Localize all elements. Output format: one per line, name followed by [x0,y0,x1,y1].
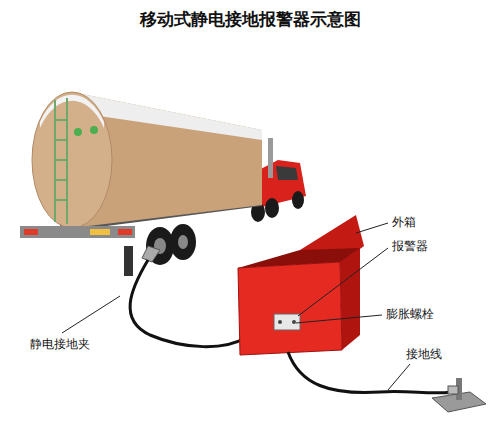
leader-lines [62,223,410,390]
alarm-device [274,314,300,330]
tail-light [118,229,132,235]
wire-clip [448,386,458,394]
ground-cable [130,260,245,347]
mud-flap [124,246,133,276]
ground-stake [432,378,486,412]
hub [178,235,188,249]
box-opening [238,248,360,268]
alarm-box [238,215,364,355]
tanker-truck [20,92,306,276]
wheel [292,191,304,209]
tail-light [24,229,38,235]
exhaust-stack [268,138,273,178]
tank-cap-top [40,95,104,128]
wheel [170,224,196,260]
expansion-bolt [292,320,296,324]
clamp [142,246,160,262]
grounding-clamp [142,246,160,262]
expansion-bolt [278,320,282,324]
reflector [90,229,110,235]
part-label: 报警器 [390,238,430,254]
ladder [55,98,67,224]
part-label: 接地线 [404,346,444,362]
wheel [265,198,279,218]
leader-line [356,223,388,233]
box-side [340,248,360,350]
part-label: 外箱 [390,214,418,230]
part-label: 静电接地夹 [28,336,92,352]
cab-window [276,166,298,180]
leader-line [62,296,120,333]
indicator-dot [90,126,98,134]
box-front [238,262,342,355]
tank-end-cap [32,92,112,228]
diagram-title: 移动式静电接地报警器示意图 [0,8,500,31]
rear-bumper [20,226,135,238]
indicator-dot [74,128,82,136]
leader-line [296,315,382,323]
part-label: 膨胀螺栓 [384,306,436,322]
leader-line [298,248,388,316]
leader-line [388,364,410,390]
